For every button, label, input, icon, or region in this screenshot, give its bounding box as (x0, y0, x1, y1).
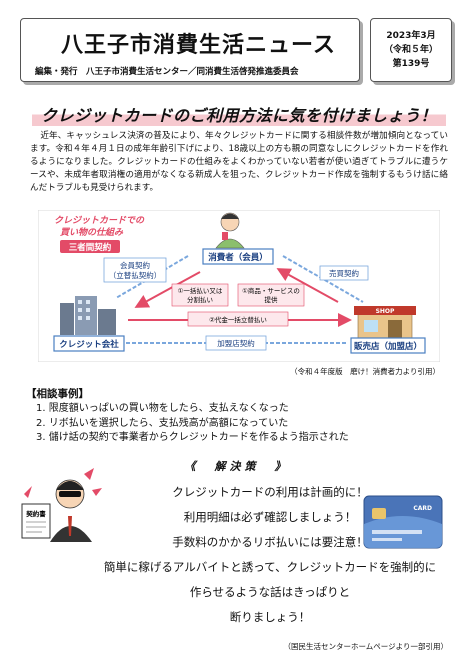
merchant-contract-label: 加盟店契約 (217, 338, 255, 348)
credit-company-box (53, 335, 125, 352)
payment-label-2: 分割払い (187, 295, 213, 304)
store-label: 販売店（加盟店） (354, 341, 422, 352)
solution-line: 手数料のかかるリボ払いには要注意！ (172, 535, 368, 549)
solution-line: 簡単に稼げるアルバイトと誘って、クレジットカードを強制的に (103, 560, 437, 574)
diagram-title: クレジットカードでの 買い物の仕組み (54, 215, 145, 238)
credit-card-illustration: CARD (363, 495, 443, 549)
credit-company-label: クレジット会社 (59, 339, 119, 350)
shady-contract-illustration: 契約書 (21, 468, 102, 542)
store-sign: SHOP (376, 308, 395, 315)
credit-card-flow-diagram: クレジットカードでの 買い物の仕組み 三者間契約 消費者（会員） クレジット会社… (38, 210, 440, 362)
headline-text: クレジットカードのご利用方法に気を付けましょう！ (40, 106, 437, 125)
member-contract-label: 会員契約 (120, 260, 150, 270)
consumer-label: 消費者（会員） (208, 252, 268, 263)
solution-line: 利用明細は必ず確認しましょう！ (183, 510, 357, 524)
consumer-box (202, 248, 274, 265)
intro-paragraph: 近年、キャッシュレス決済の普及により、年々クレジットカードに関する相談件数が増加… (30, 131, 448, 193)
case-item: 1. 限度額いっぱいの買い物をしたら、支払えなくなった (36, 403, 289, 414)
card-brand: CARD (413, 505, 432, 512)
case-item: 2. リボ払いを選択したら、支払残高が高額になっていた (36, 417, 289, 429)
case-item: 3. 儲け話の契約で事業者からクレジットカードを作るよう指示された (36, 432, 349, 443)
credit-company-building (60, 296, 116, 335)
merchant-contract-box (205, 335, 267, 351)
three-party-badge-label: 三者間契約 (69, 242, 112, 253)
diagram-source-caption: （令和４年度版 磨け！消費者力より引用） (290, 367, 440, 376)
consumer-figure (215, 212, 245, 249)
goods-box (237, 283, 305, 307)
sunglasses (59, 491, 81, 497)
diagram-title-line2: 買い物の仕組み (60, 227, 124, 238)
member-contract-box (103, 257, 167, 283)
solution-source-caption: （国民生活センターホームページより一部引用） (283, 642, 448, 651)
payment-box (171, 283, 229, 307)
issue-era: （令和５年） (383, 45, 438, 55)
issue-number: 第139号 (392, 59, 430, 69)
sales-contract-line (282, 255, 364, 303)
store-building: SHOP (354, 306, 416, 339)
solution-list: クレジットカードの利用は計画的に！ 利用明細は必ず確認しましょう！ 手数料のかか… (100, 480, 440, 630)
goods-arrow (276, 268, 339, 303)
card-chip (372, 508, 386, 519)
solution-line: クレジットカードの利用は計画的に！ (172, 485, 368, 499)
solution-line: 作らせるような話はきっぱりと (189, 585, 351, 599)
issue-date: 2023年3月 (386, 31, 436, 41)
headline-banner: クレジットカードのご利用方法に気を付けましょう！ (32, 100, 446, 126)
store-box (350, 337, 426, 354)
contract-label: 契約書 (25, 509, 46, 518)
advance-payment-box (187, 311, 289, 327)
newsletter-publisher: 編集・発行 八王子市消費生活センター／同消費生活啓発推進委員会 (35, 67, 299, 77)
member-contract-label-2: （立替払契約） (109, 270, 162, 280)
member-contract-line (115, 255, 189, 299)
diagram-title-line1: クレジットカードでの (54, 215, 145, 226)
goods-label: ①商品・サービスの (242, 286, 300, 295)
newsletter-title: 八王子市消費生活ニュース (61, 33, 336, 58)
payment-label: ①一括払い又は (178, 286, 223, 295)
cases-list: 1. 限度額いっぱいの買い物をしたら、支払えなくなった 2. リボ払いを選択した… (36, 402, 349, 446)
issue-info: 2023年3月 （令和５年） 第139号 (370, 18, 452, 82)
cases-title: 【相談事例】 (26, 388, 89, 400)
sales-contract-label: 売買契約 (329, 268, 359, 278)
three-party-badge (60, 240, 120, 253)
warning-spark-icon (24, 468, 102, 498)
advance-payment-label: ②代金一括立替払い (209, 315, 267, 324)
goods-label-2: 提供 (265, 295, 279, 304)
payment-arrow (134, 271, 201, 308)
solution-line: 断りましょう！ (229, 610, 311, 624)
solution-heading: 《 解決策 》 (184, 460, 290, 473)
newsletter-header: 八王子市消費生活ニュース 編集・発行 八王子市消費生活センター／同消費生活啓発推… (20, 18, 360, 82)
sales-contract-box (319, 265, 369, 281)
